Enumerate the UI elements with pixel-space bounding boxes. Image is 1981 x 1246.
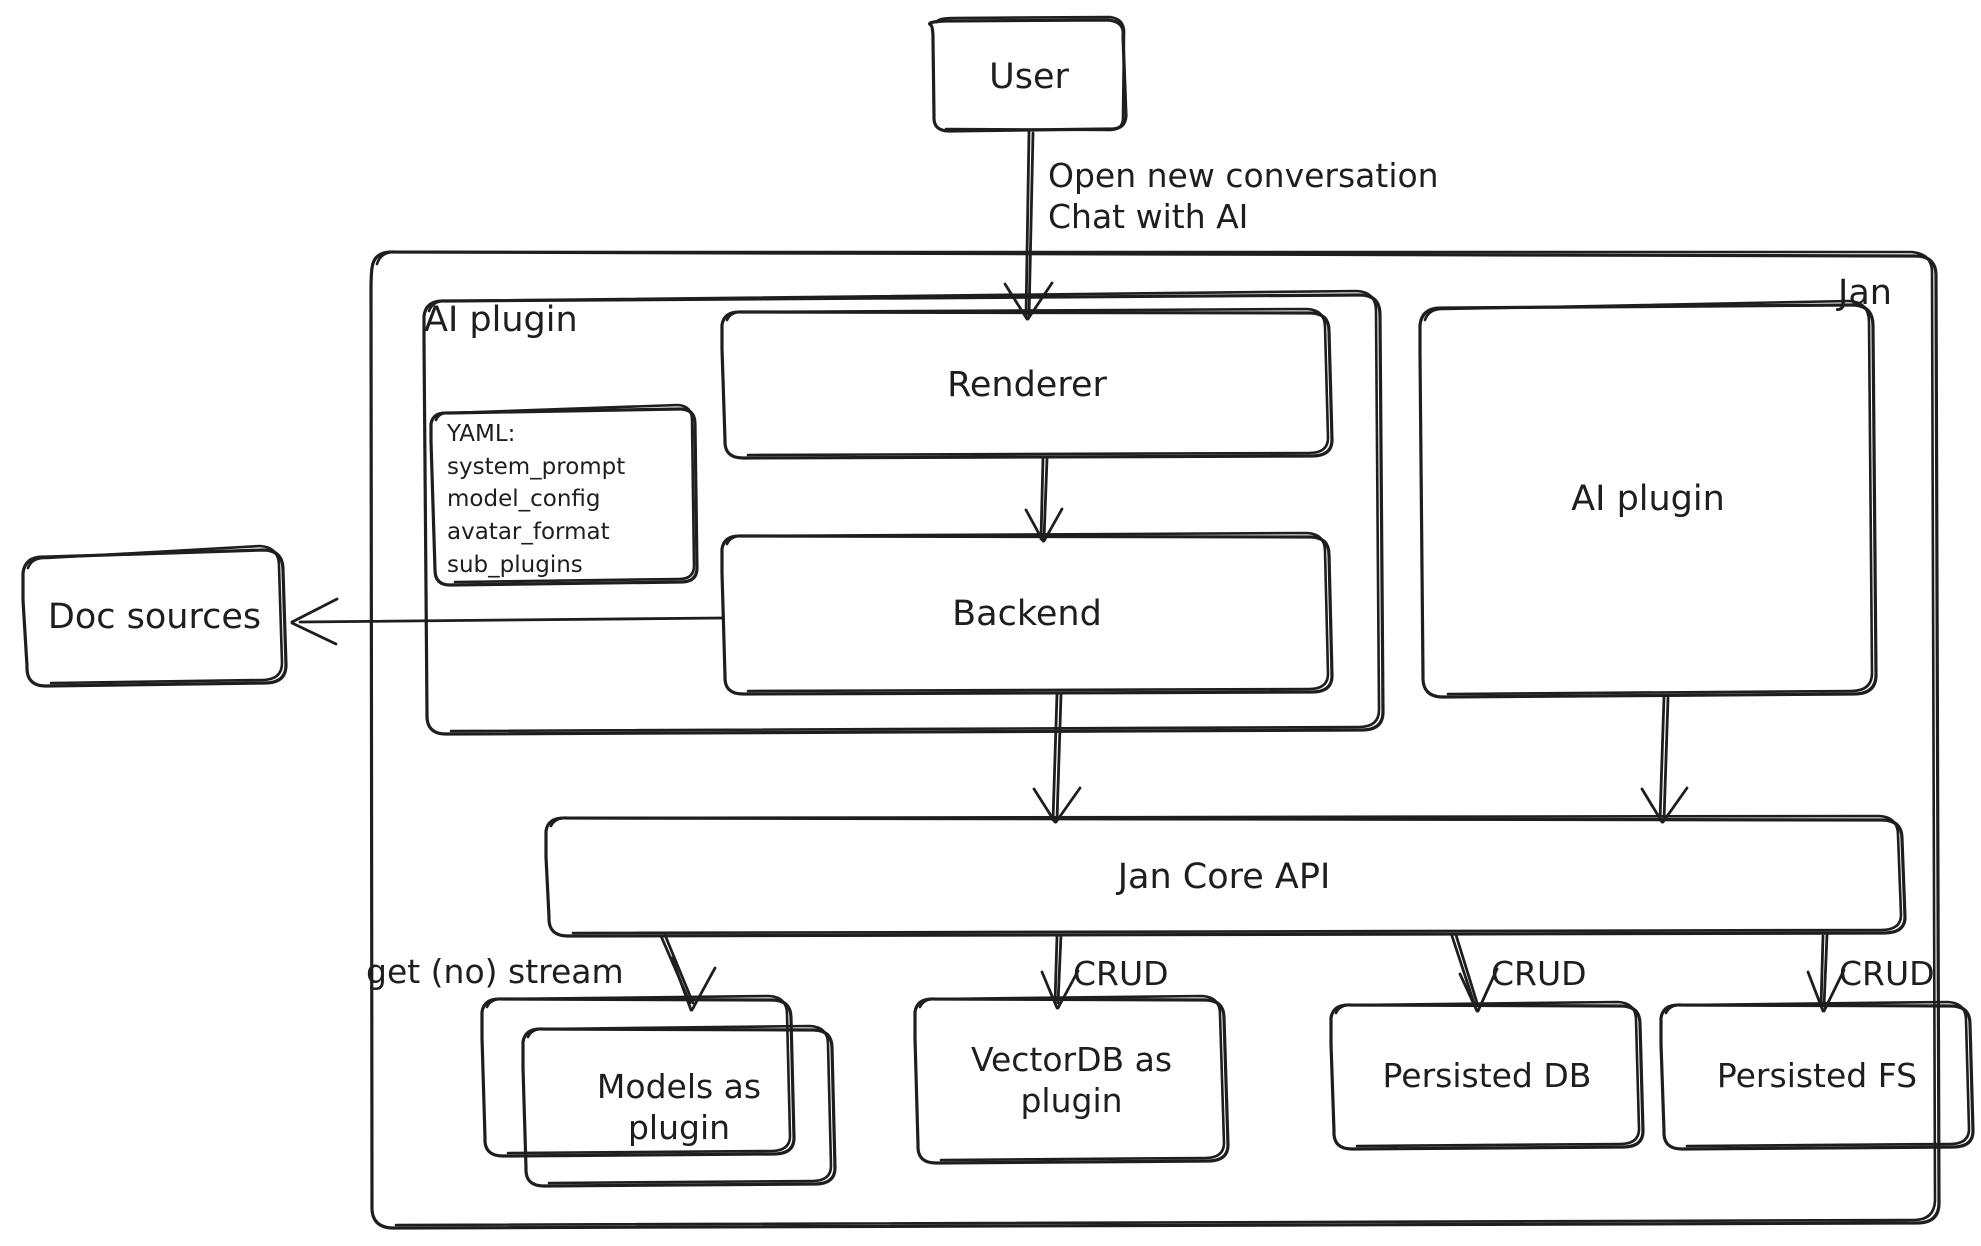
models-as-plugin-back-shape <box>480 994 796 1158</box>
jan-container-shape <box>369 250 1941 1230</box>
edge-user-to-renderer <box>1003 130 1054 321</box>
edge-core-api-to-persisted-fs <box>1806 933 1846 1013</box>
edge-core-api-to-models <box>659 933 717 1012</box>
edge-ai-plugin-to-core-api <box>1640 695 1689 824</box>
edge-renderer-to-backend <box>1024 456 1064 543</box>
edge-core-api-to-persisted-db <box>1450 933 1499 1013</box>
ai-plugin-group-shape <box>422 289 1385 736</box>
vectordb-as-plugin-node-shape <box>913 994 1230 1165</box>
doc-sources-node-shape <box>21 544 288 688</box>
edge-backend-to-doc-sources <box>290 597 724 646</box>
persisted-db-node-shape <box>1329 1000 1645 1151</box>
jan-core-api-node-shape <box>544 814 1907 938</box>
backend-node-shape <box>720 531 1334 696</box>
user-node-shape <box>928 15 1128 133</box>
persisted-fs-node-shape <box>1659 1000 1975 1151</box>
renderer-node-shape <box>720 307 1334 460</box>
edge-backend-to-core-api <box>1032 692 1082 824</box>
edge-core-api-to-vectordb <box>1040 933 1080 1010</box>
models-as-plugin-front-shape <box>521 1024 837 1188</box>
yaml-card-shape <box>429 403 699 587</box>
ai-plugin-right-node-shape <box>1418 299 1878 699</box>
